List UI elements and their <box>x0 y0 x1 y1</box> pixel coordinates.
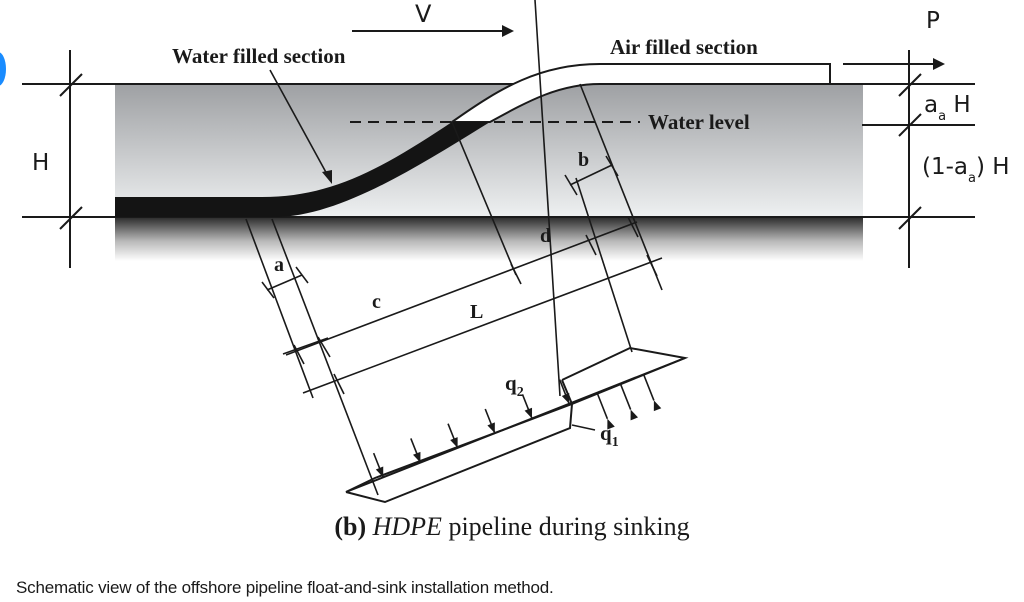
depth-label: H <box>32 150 49 176</box>
q2-load-outline <box>561 346 689 406</box>
seabed-band <box>115 217 863 261</box>
pipeline-sinking-diagram: V P Water filled section Air filled sect… <box>22 0 1010 504</box>
q1-load-arrow-head <box>413 451 421 463</box>
dim-L-tick-left <box>333 373 345 395</box>
air-filled-section-label: Air filled section <box>610 35 758 59</box>
pull-force-arrowhead <box>933 58 945 70</box>
q2-load-arrow <box>619 383 632 410</box>
panel-caption: (b) HDPE pipeline during sinking <box>0 512 1024 542</box>
dim-d-tick-mid <box>585 234 597 256</box>
dim-L-tick-right <box>646 254 658 277</box>
q2-load-arrow-head <box>607 418 615 430</box>
depth-tick-top <box>59 73 83 97</box>
depth-tick-bottom <box>59 206 83 230</box>
q1-load-arrow-head <box>375 466 384 478</box>
dim-b-tick-1 <box>564 174 578 196</box>
right-tick-top <box>898 73 922 97</box>
q1-load-arrow-head <box>450 437 458 448</box>
panel-caption-text: pipeline during sinking <box>441 512 690 541</box>
panel-italic-term: HDPE <box>372 512 442 541</box>
right-tick-bottom <box>898 206 922 230</box>
dim-a-label: a <box>274 254 284 276</box>
dim-c-tick-right <box>510 263 522 285</box>
water-filled-section-label: Water filled section <box>172 44 346 68</box>
q2-leader <box>534 0 561 397</box>
dim-a-line <box>266 274 303 291</box>
dim-b-line <box>569 164 613 186</box>
dim-a-tick-2 <box>295 266 309 284</box>
q1-leader <box>571 424 596 431</box>
water-filled-pipe <box>115 122 490 217</box>
right-tick-mid <box>898 113 922 137</box>
q1-load-arrow-head <box>561 393 570 404</box>
water-filled-leader <box>269 69 329 177</box>
page-edge-marker <box>0 52 6 86</box>
panel-letter: (b) <box>334 512 367 541</box>
q2-load-arrow-head <box>630 409 639 421</box>
aa-h-label: aa H <box>924 92 971 124</box>
water-filled-leader-arrowhead <box>322 170 332 184</box>
dim-a-ext-tick <box>293 344 305 365</box>
q2-load-arrow <box>596 392 609 420</box>
dim-d-tick-right <box>627 216 639 238</box>
velocity-arrowhead <box>502 25 514 37</box>
dim-d-label: d <box>540 225 551 247</box>
dim-L-line <box>302 257 663 394</box>
water-level-label: Water level <box>648 110 750 134</box>
q1-arrows <box>372 379 570 478</box>
figure-caption: Schematic view of the offshore pipeline … <box>16 578 554 597</box>
dim-c-line <box>285 221 638 356</box>
q1-load-arrow-head <box>487 422 495 434</box>
q2-load-arrow <box>642 374 655 401</box>
dim-b-label: b <box>578 149 589 171</box>
velocity-label: V <box>415 0 432 28</box>
dim-a-ext-1 <box>282 337 329 355</box>
air-filled-pipe <box>448 63 831 123</box>
one-minus-aa-h-label: (1-aa) H <box>922 154 1010 186</box>
dim-c-label: c <box>372 291 381 313</box>
q2-load-arrow-head <box>653 400 662 412</box>
dim-L-label: L <box>470 301 483 323</box>
q1-load-outline <box>345 402 574 504</box>
q2-arrows <box>596 374 662 430</box>
q1-load-arrow-head <box>524 407 533 419</box>
dim-b-tick-2 <box>605 155 619 177</box>
pull-force-label: P <box>926 8 940 34</box>
projection-lines <box>245 83 663 496</box>
dim-a-tick-1 <box>261 281 275 299</box>
q2-label: q2 <box>505 371 524 400</box>
q1-label: q1 <box>600 421 619 450</box>
